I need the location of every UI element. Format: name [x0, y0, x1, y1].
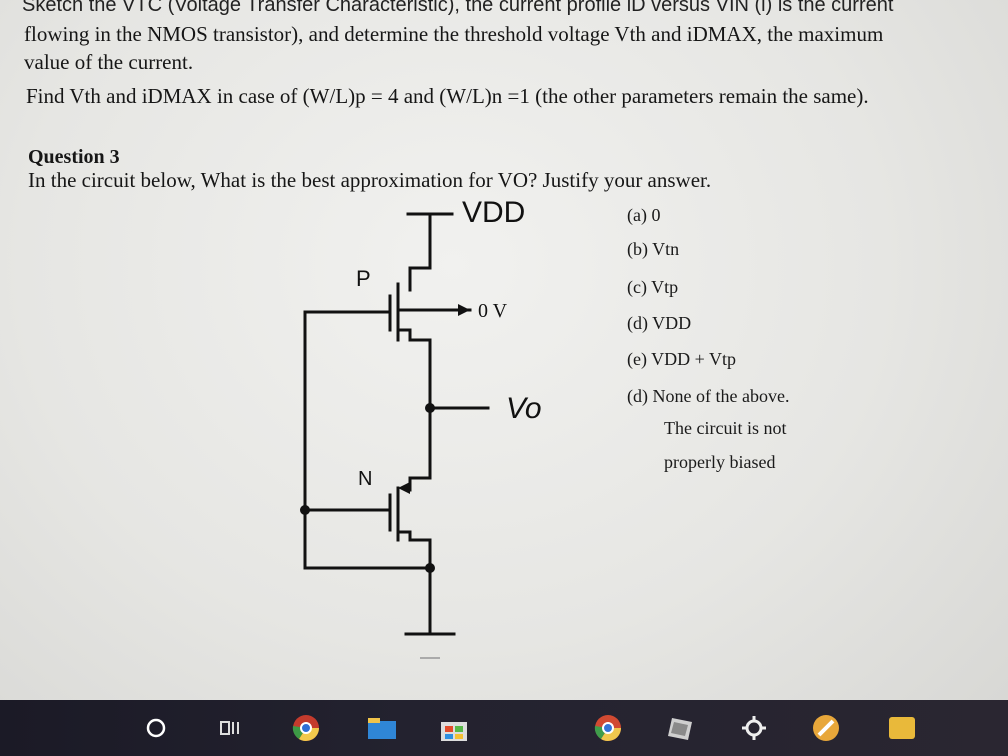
problem-line-4: Find Vth and iDMAX in case of (W/L)p = 4…	[26, 84, 869, 108]
option-a: (a) 0	[627, 205, 661, 225]
file-explorer-icon[interactable]	[364, 710, 400, 746]
gallery-icon[interactable]	[662, 710, 698, 746]
chrome-icon[interactable]	[288, 710, 324, 746]
gate-voltage-label: 0 V	[478, 300, 508, 322]
chrome-icon[interactable]	[590, 710, 626, 746]
option-note-2: properly biased	[664, 452, 776, 472]
question-text: In the circuit below, What is the best a…	[28, 168, 712, 192]
problem-line-1: Sketch the VTC (Voltage Transfer Charact…	[22, 0, 894, 16]
problem-line-3: value of the current.	[24, 50, 194, 74]
option-c: (c) Vtp	[627, 277, 679, 297]
paint-icon[interactable]	[808, 710, 844, 746]
inverter-circuit-diagram	[300, 212, 490, 659]
pmos-label: P	[356, 266, 371, 291]
option-d: (d) VDD	[627, 313, 692, 333]
cortana-circle-icon[interactable]	[138, 710, 174, 746]
settings-gear-icon[interactable]	[736, 710, 772, 746]
task-view-icon[interactable]	[212, 710, 248, 746]
option-none: (d) None of the above.	[627, 386, 790, 406]
vo-label: Vo	[506, 392, 542, 425]
option-note-1: The circuit is not	[664, 418, 787, 438]
option-b: (b) Vtn	[627, 239, 680, 259]
question-title: Question 3	[28, 146, 120, 168]
vdd-label: VDD	[462, 196, 526, 229]
windows-taskbar	[0, 700, 1008, 756]
option-e: (e) VDD + Vtp	[627, 349, 736, 369]
nmos-label: N	[358, 468, 373, 490]
store-icon[interactable]	[436, 710, 472, 746]
sticky-notes-icon[interactable]	[884, 710, 920, 746]
problem-line-2: flowing in the NMOS transistor), and det…	[24, 22, 884, 46]
